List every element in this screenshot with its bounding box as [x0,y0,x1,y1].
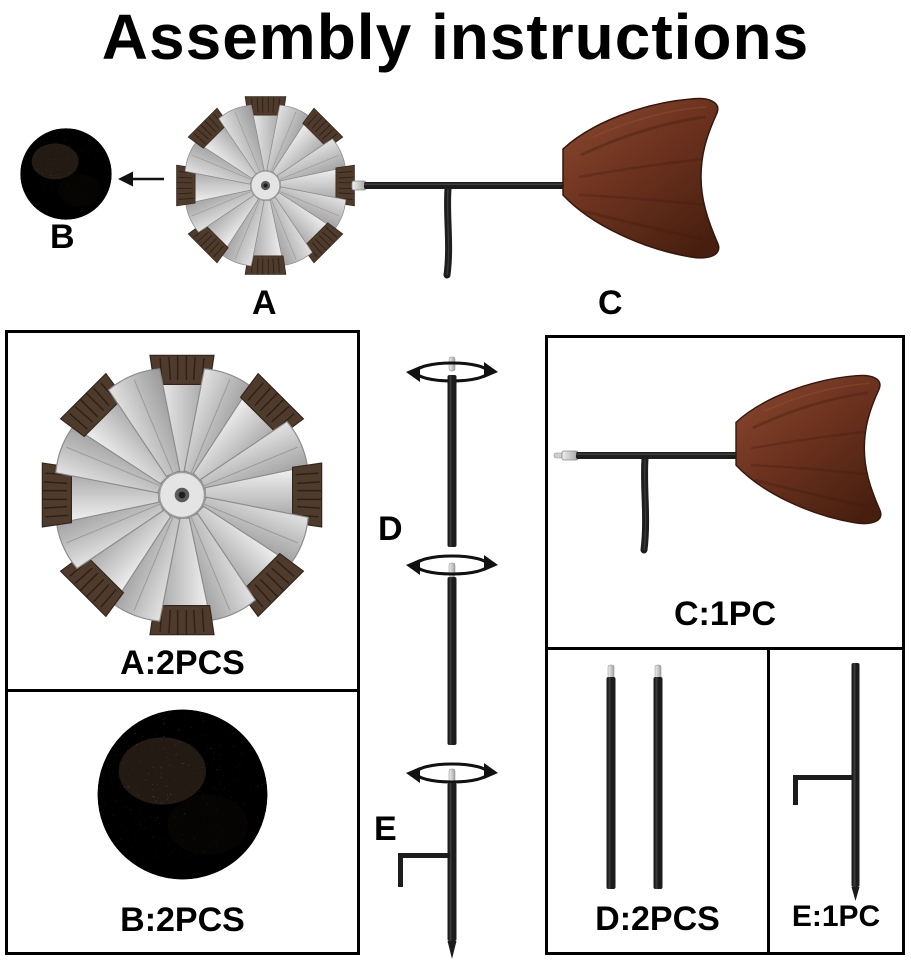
windmill-wheel-large-icon [32,345,332,645]
label-a-qty: A:2PCS [120,644,245,682]
windmill-wheel-icon [168,88,363,283]
label-part-c: C [598,284,623,322]
label-c-qty: C:1PC [673,595,777,633]
page-title: Assembly instructions [101,1,810,73]
label-part-a: A [252,284,277,322]
label-b-qty: B:2PCS [120,901,245,939]
cap-large-icon [95,707,270,882]
poles-pair-icon [545,647,770,902]
arrow-left-icon [116,164,168,194]
rod-and-vane-icon [340,85,750,285]
label-part-d: D [378,510,403,548]
label-e-qty: E:1PC [791,900,881,933]
ground-stake-icon [767,647,905,902]
pole-assembly-icon [370,345,530,961]
cap-icon [18,126,114,222]
rod-and-vane-small-icon [548,372,902,562]
label-part-e: E [374,810,397,848]
label-d-qty: D:2PCS [595,900,720,938]
box-part-e [767,647,905,955]
label-part-b: B [50,218,75,256]
